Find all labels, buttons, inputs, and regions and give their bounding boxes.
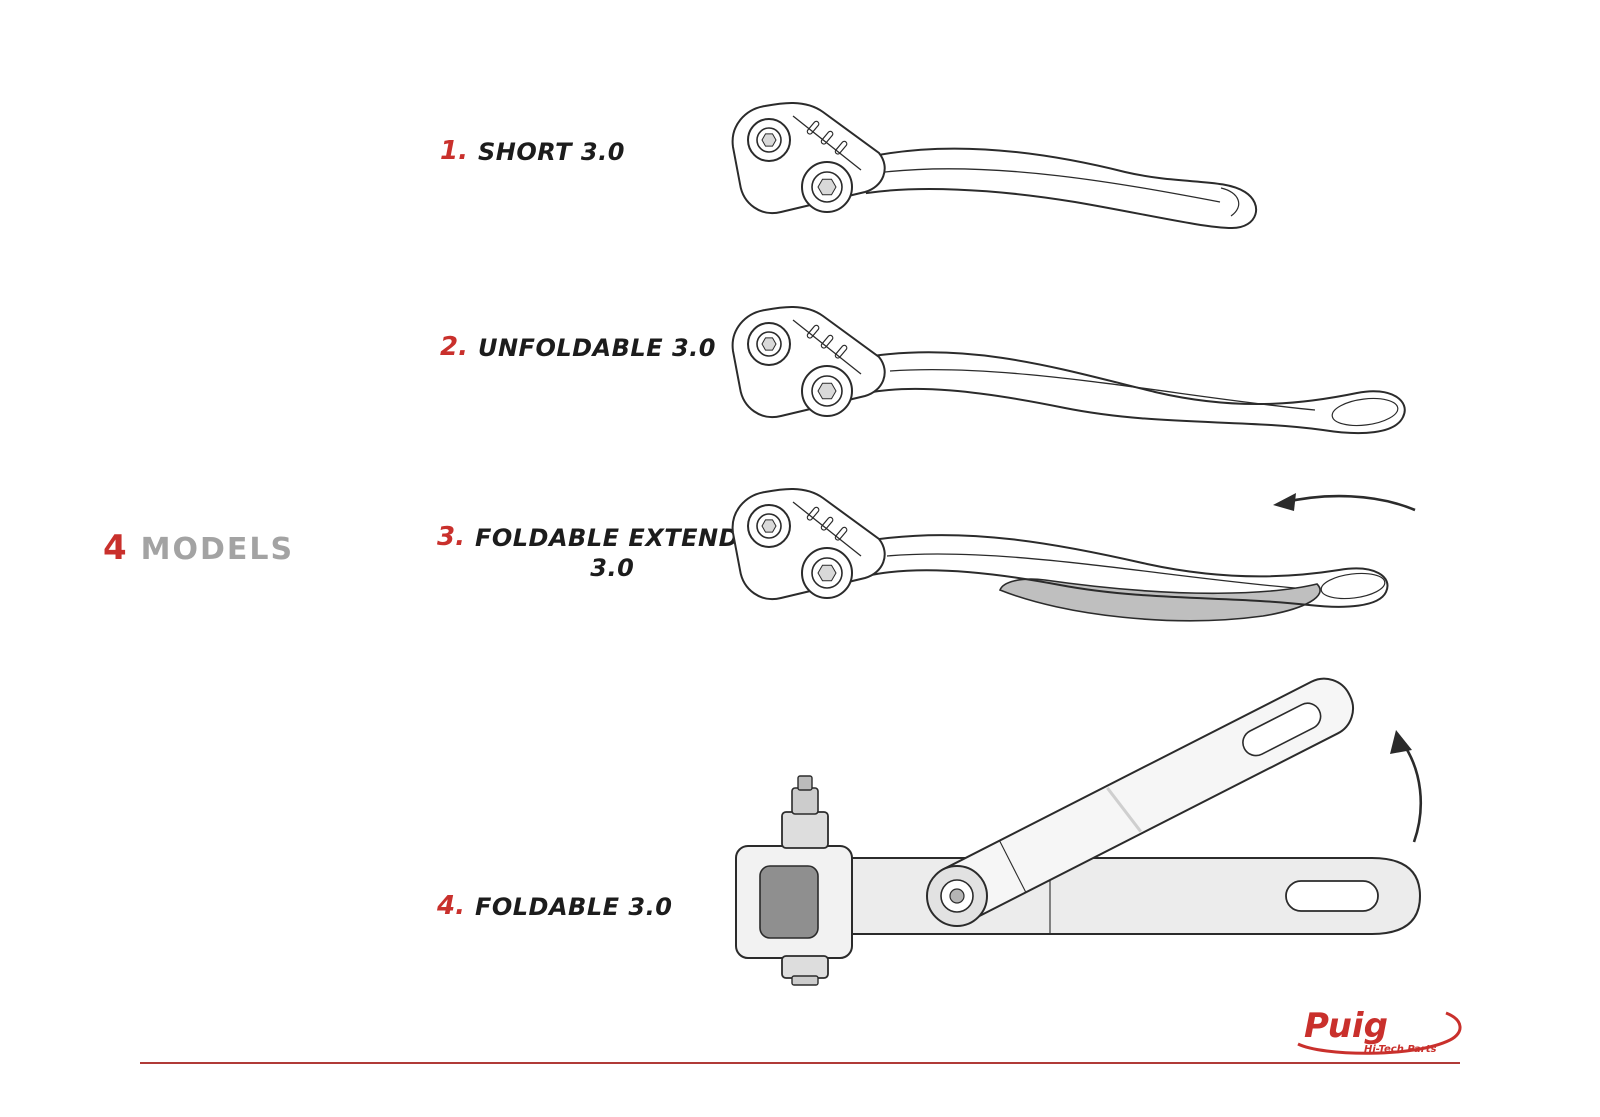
brand-name: Puig [1304, 1006, 1388, 1046]
item-4-label: FOLDABLE 3.0 [474, 893, 673, 921]
logo-swoosh-icon [1297, 1011, 1462, 1055]
foldable-lever-folded-drawing [735, 677, 1423, 986]
item-2-label: UNFOLDABLE 3.0 [477, 334, 716, 362]
brand-tagline: Hi-Tech Parts [1364, 1044, 1436, 1055]
footer-divider [140, 1062, 1460, 1064]
short-lever-drawing [731, 102, 1257, 230]
models-count: 4 [103, 528, 127, 568]
item-2-number: 2. [440, 332, 468, 362]
item-1-number: 1. [440, 136, 468, 166]
arrow-left-icon [1273, 493, 1416, 512]
item-1-label: SHORT 3.0 [477, 138, 625, 166]
item-4-caption: 4. FOLDABLE 3.0 [437, 892, 672, 922]
models-label: MODELS [140, 532, 295, 567]
arrow-curved-up-icon [1390, 730, 1423, 843]
unfoldable-lever-drawing [731, 306, 1406, 435]
models-count-panel: 4 MODELS [103, 528, 294, 568]
item-4-number: 4. [437, 891, 465, 921]
foldable-extendable-lever-drawing [731, 488, 1416, 622]
puig-logo: Puig Hi-Tech Parts [1297, 1006, 1462, 1055]
item-3-label-line2: 3.0 [590, 554, 635, 582]
item-3-number: 3. [437, 522, 465, 552]
item-1-caption: 1. SHORT 3.0 [440, 137, 625, 167]
item-2-caption: 2. UNFOLDABLE 3.0 [440, 333, 716, 363]
